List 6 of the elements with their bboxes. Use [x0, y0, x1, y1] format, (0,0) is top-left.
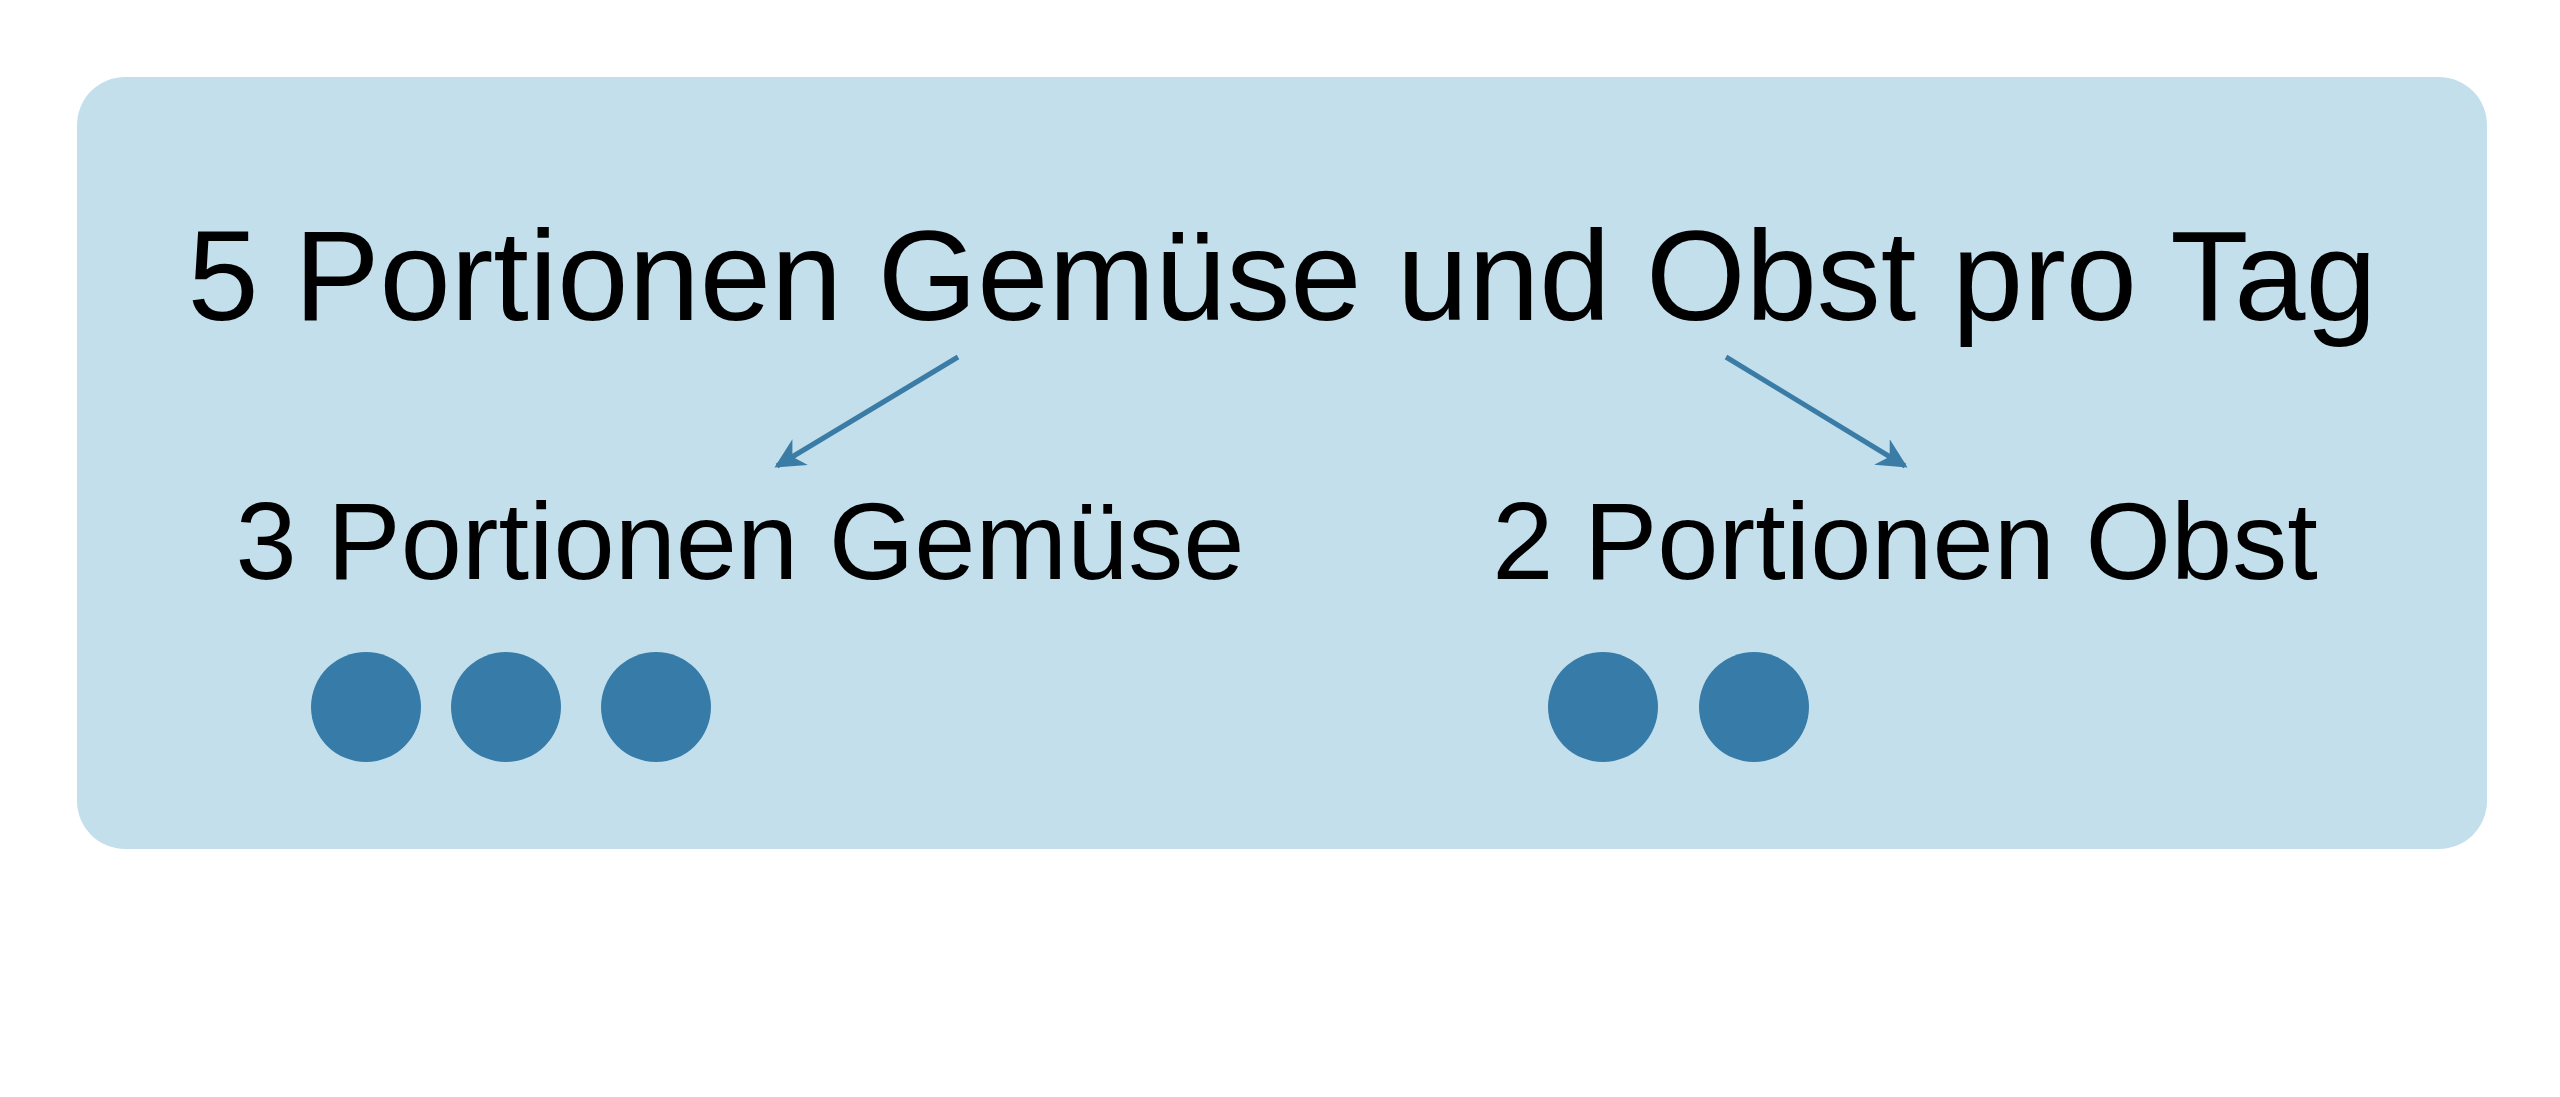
arrow: [1724, 354, 1908, 469]
panel-background: [77, 77, 2487, 849]
heading-text: 5 Portionen Gemüse und Obst pro Tag: [110, 195, 2454, 357]
heading-text: 2 Portionen Obst: [1400, 466, 2410, 616]
arrow: [774, 354, 960, 469]
heading-text: 3 Portionen Gemüse: [150, 466, 1330, 616]
